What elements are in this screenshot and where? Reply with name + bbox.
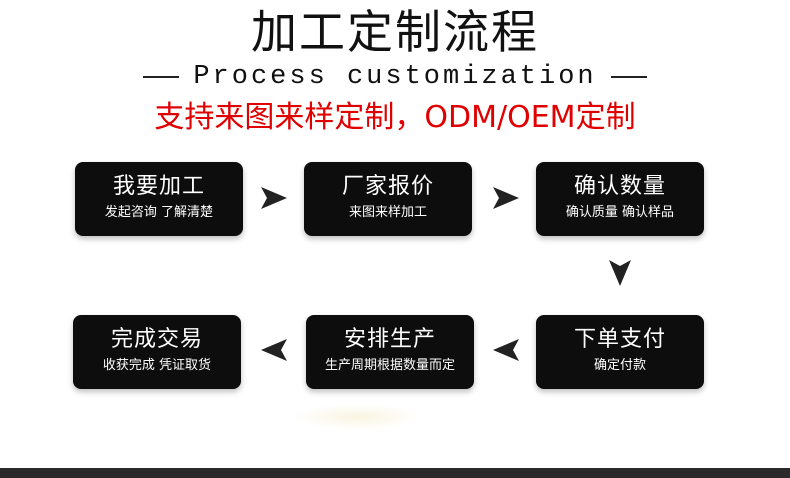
arrow-left-icon xyxy=(261,339,287,361)
step-title: 确认数量 xyxy=(573,174,666,199)
step-title: 下单支付 xyxy=(573,327,666,352)
step-desc: 生产周期根据数量而定 xyxy=(324,358,455,373)
slogan: 支持来图来样定制，ODM/OEM定制 xyxy=(154,100,636,135)
arrow-right-icon xyxy=(493,187,519,209)
step-payment: 下单支付 确定付款 xyxy=(536,315,704,389)
step-inquiry: 我要加工 发起咨询 了解清楚 xyxy=(75,162,243,236)
arrow-right-icon xyxy=(261,187,287,209)
right-dash-divider xyxy=(610,76,647,78)
arrow-left-icon xyxy=(493,339,519,361)
step-desc: 确认质量 确认样品 xyxy=(565,205,675,220)
step-desc: 来图来样加工 xyxy=(348,205,427,220)
step-production: 安排生产 生产周期根据数量而定 xyxy=(306,315,474,389)
step-desc: 发起咨询 了解清楚 xyxy=(104,205,214,220)
step-desc: 收获完成 凭证取货 xyxy=(102,358,212,373)
step-confirm-quantity: 确认数量 确认质量 确认样品 xyxy=(536,162,704,236)
faint-highlight xyxy=(292,404,422,430)
step-quotation: 厂家报价 来图来样加工 xyxy=(304,162,472,236)
step-desc: 确定付款 xyxy=(593,358,646,373)
step-title: 厂家报价 xyxy=(341,174,434,199)
subtitle-row: Process customization xyxy=(0,60,790,94)
step-complete-deal: 完成交易 收获完成 凭证取货 xyxy=(73,315,241,389)
left-dash-divider xyxy=(143,76,180,78)
step-title: 安排生产 xyxy=(343,327,436,352)
subtitle: Process customization xyxy=(193,62,597,92)
step-title: 完成交易 xyxy=(110,327,203,352)
bottom-bar xyxy=(0,468,790,478)
step-title: 我要加工 xyxy=(112,174,205,199)
page-title: 加工定制流程 xyxy=(251,5,539,59)
arrow-down-icon xyxy=(609,260,631,286)
